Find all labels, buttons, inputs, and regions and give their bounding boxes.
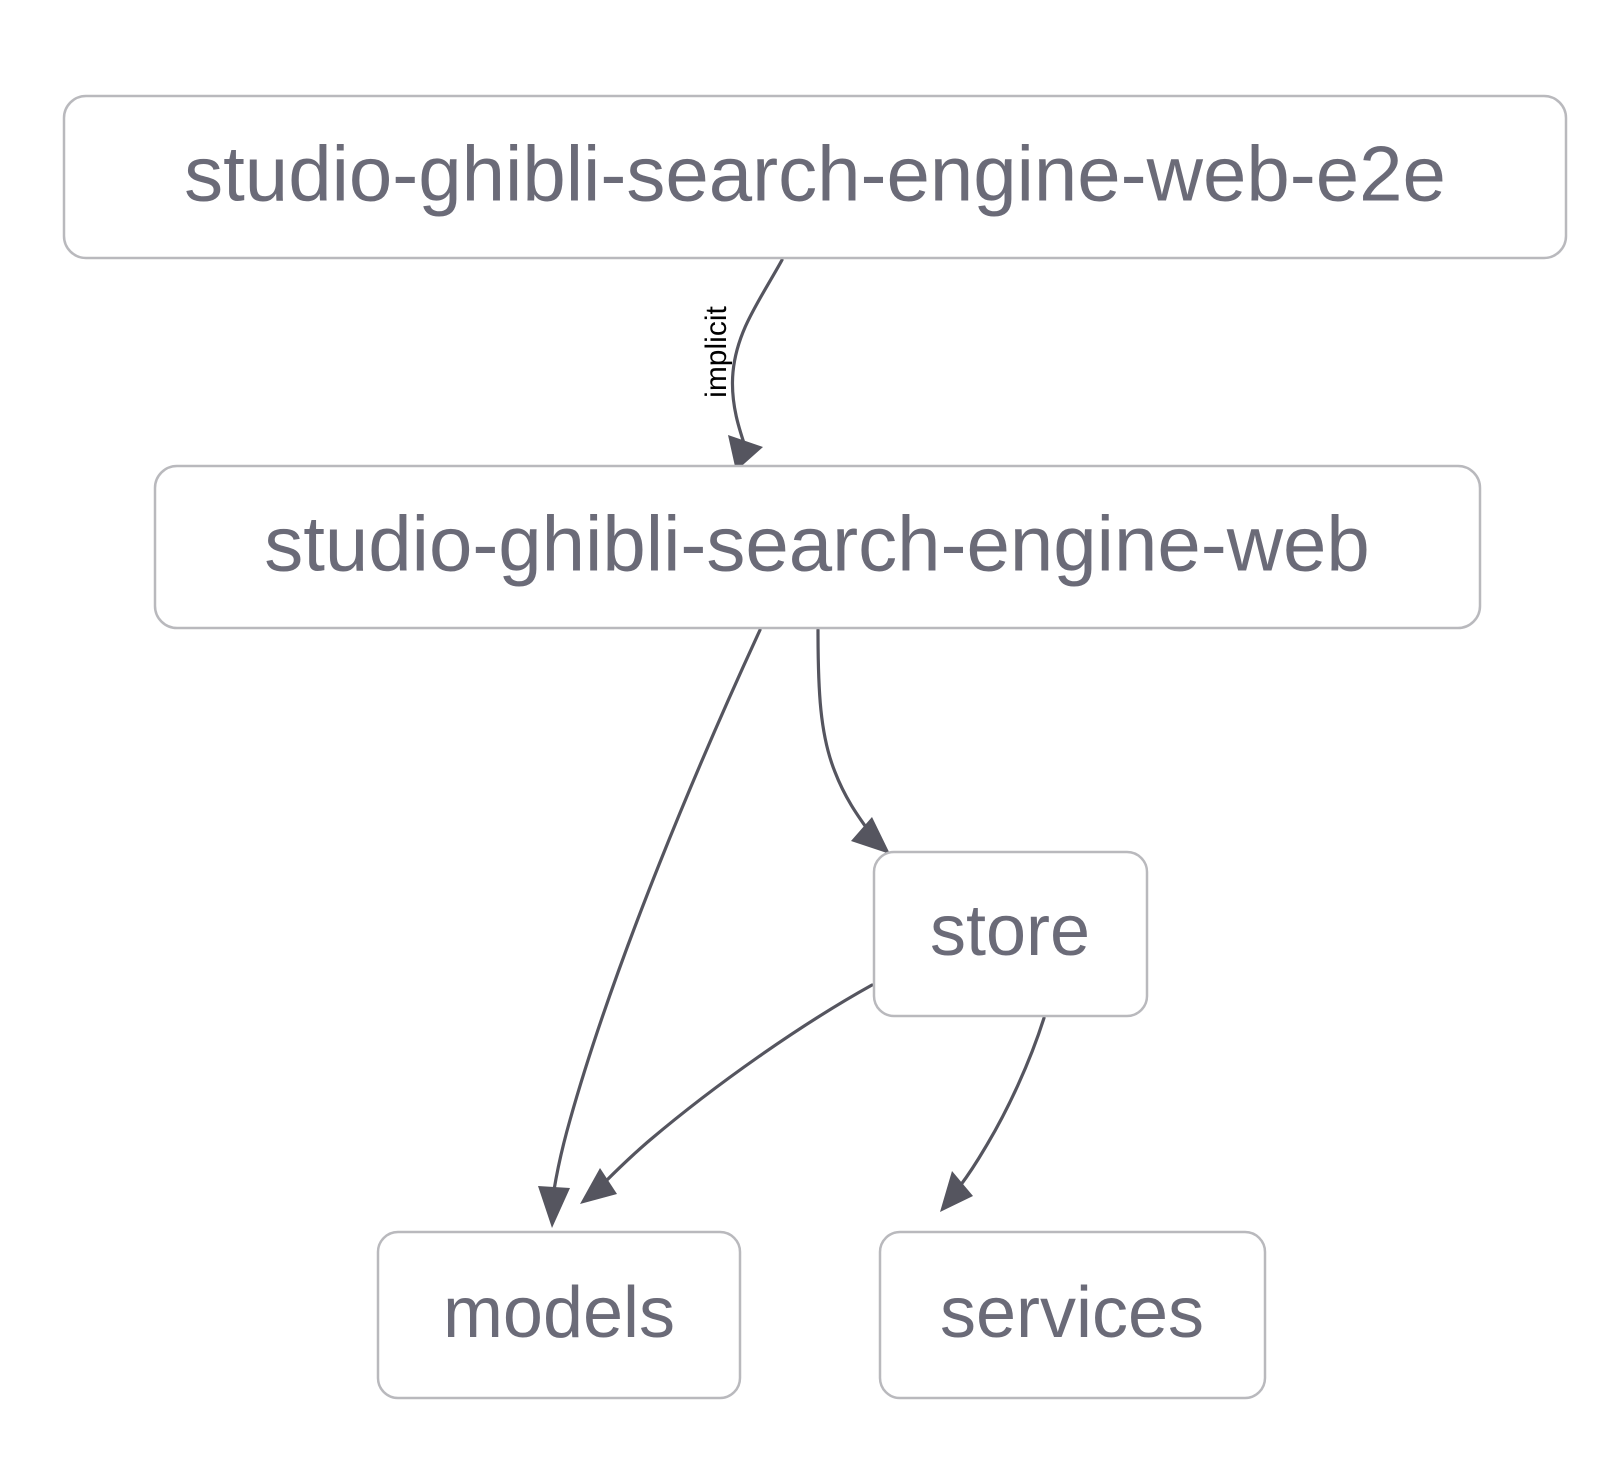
node-models-label: models [443,1273,675,1353]
edge-label-implicit: implicit [700,306,733,398]
node-store-label: store [930,891,1090,971]
edge-store-to-services-arrowhead [940,1171,973,1212]
edge-store-to-models-path [603,983,874,1184]
edge-web-to-models-arrowhead [538,1186,570,1228]
edge-store-to-models-arrowhead [580,1168,617,1204]
node-store-box[interactable] [872,850,1149,1018]
edge-web-to-store[interactable] [816,628,890,854]
node-services-label: services [940,1273,1204,1353]
edge-web-e2e-to-web-path [730,258,784,457]
edge-web-to-store-path [816,628,870,832]
node-models-box[interactable] [376,1230,742,1400]
node-services[interactable]: services [878,1230,1267,1400]
edge-store-to-services[interactable] [940,1016,1046,1212]
edge-store-to-models[interactable] [580,983,874,1204]
edge-web-to-store-arrowhead [851,817,890,854]
edge-web-e2e-to-web-arrowhead [728,435,763,471]
node-services-box[interactable] [878,1230,1267,1400]
edge-store-to-services-path [958,1016,1046,1188]
node-web-e2e-box[interactable] [62,94,1568,260]
node-models[interactable]: models [376,1230,742,1400]
node-web-e2e[interactable]: studio-ghibli-search-engine-web-e2e [62,94,1568,260]
node-web-box[interactable] [153,464,1482,630]
node-web-label: studio-ghibli-search-engine-web [264,500,1370,588]
node-web[interactable]: studio-ghibli-search-engine-web [153,464,1482,630]
node-web-e2e-label: studio-ghibli-search-engine-web-e2e [184,130,1446,218]
edge-web-to-models-path [552,628,762,1192]
edge-web-to-models[interactable] [538,628,762,1228]
node-store[interactable]: store [872,850,1149,1018]
edge-web-e2e-to-web[interactable]: implicit [700,258,784,471]
